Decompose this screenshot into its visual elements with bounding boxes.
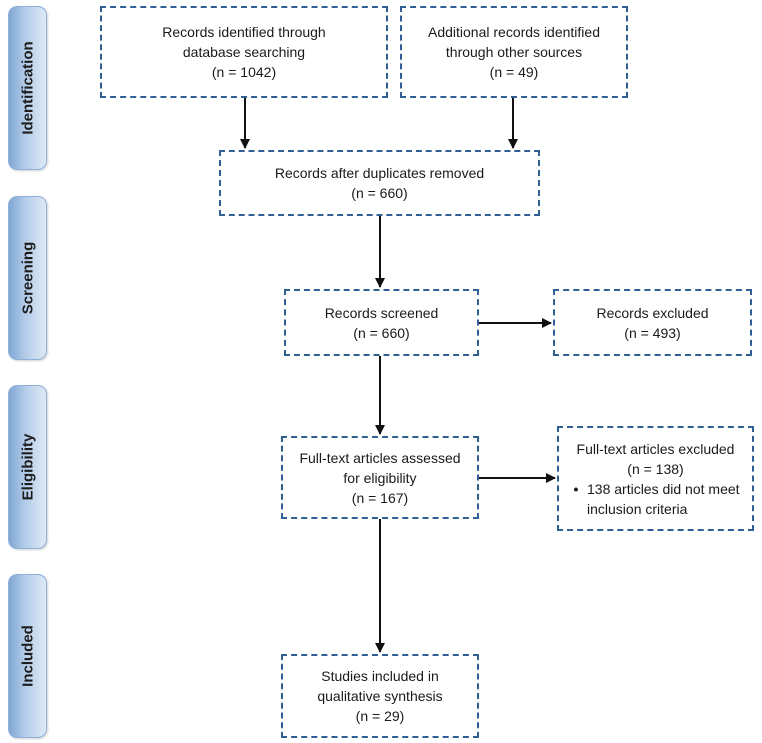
fulltext-line1: Full-text articles assessed xyxy=(299,449,461,466)
db-search-line2: database searching xyxy=(182,44,306,60)
screened-line1: Records screened xyxy=(324,304,439,321)
other-sources-line1: Additional records identified xyxy=(428,24,600,40)
stage-included: Included xyxy=(8,574,47,738)
box-studies-included: Studies included in qualitative synthesi… xyxy=(281,654,479,738)
box-duplicates-removed: Records after duplicates removed (n = 66… xyxy=(219,150,540,216)
excluded-count: (n = 493) xyxy=(624,324,681,341)
fulltext-line2: for eligibility xyxy=(343,469,417,486)
bullet-icon: • xyxy=(573,480,579,497)
stage-screening: Screening xyxy=(8,196,47,360)
included-line1: Studies included in xyxy=(321,668,439,684)
db-search-count: (n = 1042) xyxy=(211,64,277,80)
fulltext-excluded-reason: 138 articles did not meet inclusion crit… xyxy=(587,480,740,517)
box-database-searching: Records identified through database sear… xyxy=(100,6,388,98)
fulltext-count: (n = 167) xyxy=(351,489,409,506)
included-line2: qualitative synthesis xyxy=(317,688,443,704)
box-records-screened: Records screened (n = 660) xyxy=(284,289,479,356)
box-other-sources: Additional records identified through ot… xyxy=(400,6,628,98)
fulltext-excluded-count: (n = 138) xyxy=(627,460,684,477)
stage-eligibility: Eligibility xyxy=(8,385,47,549)
included-count: (n = 29) xyxy=(355,708,405,724)
screened-count: (n = 660) xyxy=(353,324,410,341)
dedup-line1: Records after duplicates removed xyxy=(274,165,485,181)
fulltext-excluded-bullet: • 138 articles did not meet inclusion cr… xyxy=(565,479,746,519)
fulltext-excluded-line1: Full-text articles excluded xyxy=(576,440,735,457)
stage-identification: Identification xyxy=(8,6,47,170)
db-search-line1: Records identified through xyxy=(162,24,326,40)
other-sources-line2: through other sources xyxy=(445,44,583,60)
box-records-excluded: Records excluded (n = 493) xyxy=(553,289,752,356)
other-sources-count: (n = 49) xyxy=(489,64,539,80)
box-fulltext-excluded: Full-text articles excluded (n = 138) • … xyxy=(557,426,754,531)
box-fulltext-assessed: Full-text articles assessed for eligibil… xyxy=(281,436,479,519)
excluded-line1: Records excluded xyxy=(596,304,709,321)
dedup-count: (n = 660) xyxy=(351,185,408,201)
